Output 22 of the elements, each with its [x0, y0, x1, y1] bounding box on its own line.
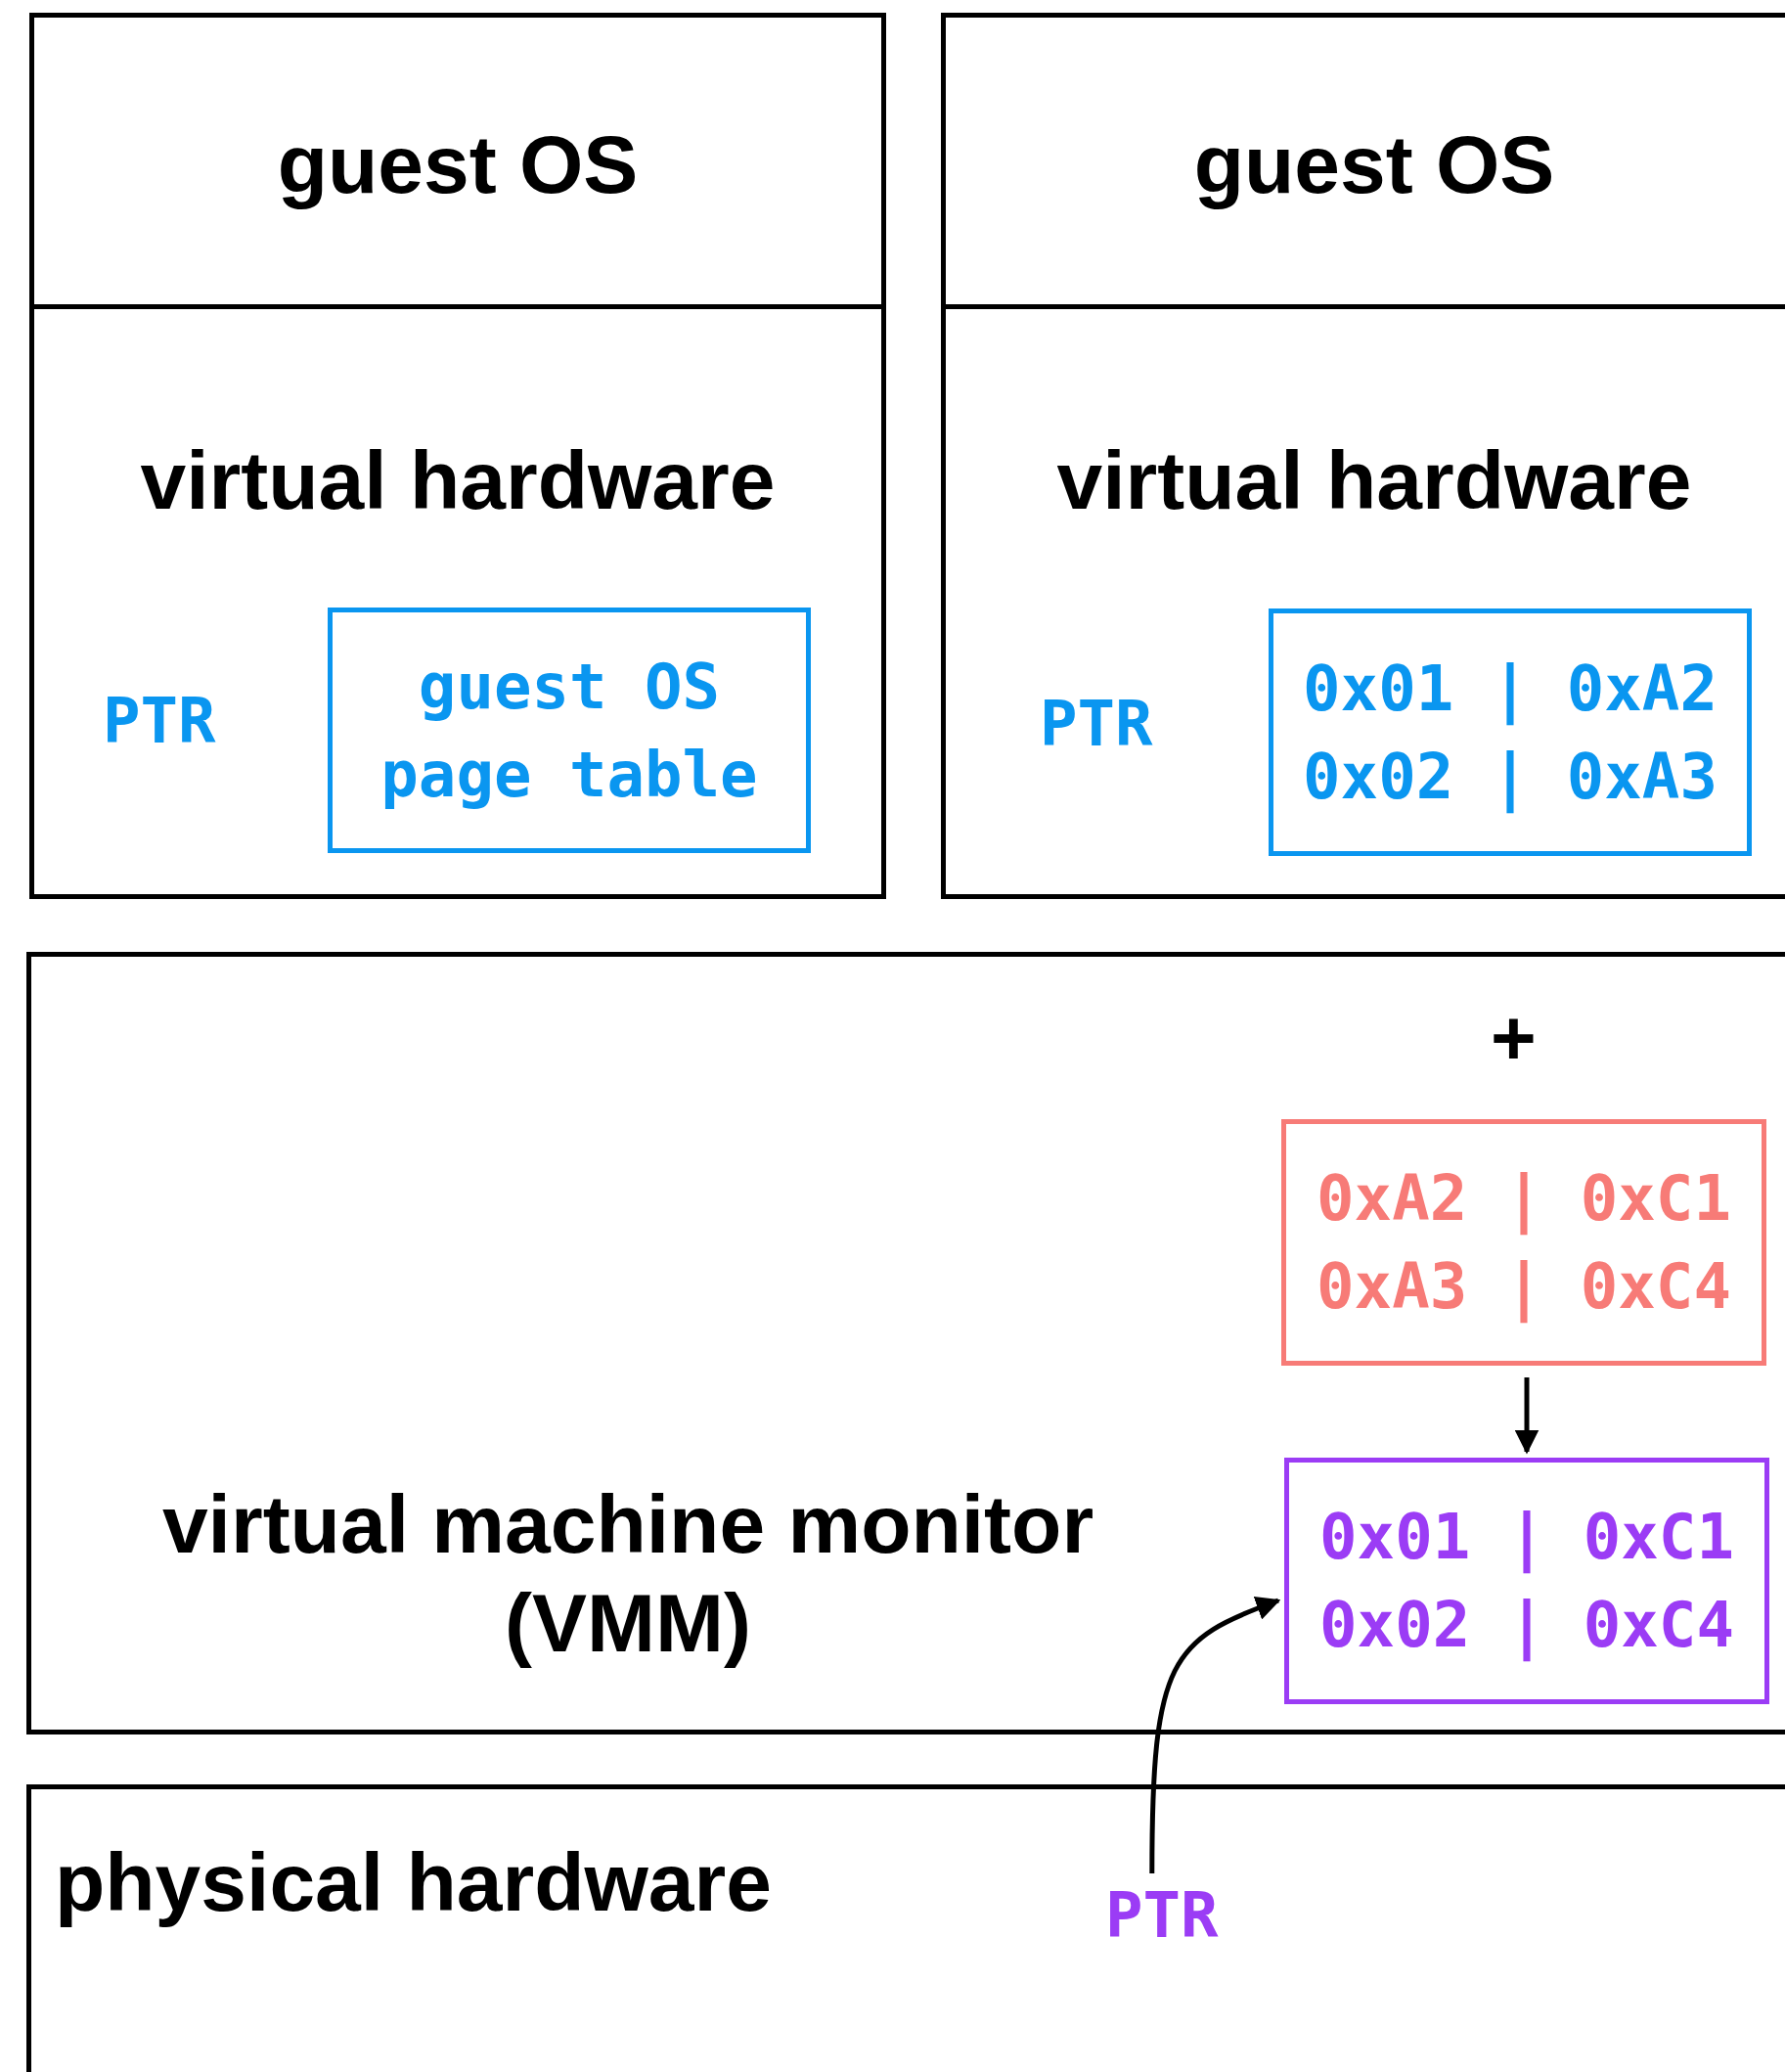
page-table-text: 0x01 | 0xC1 0x02 | 0xC4 [1318, 1500, 1735, 1664]
arrow [1149, 1597, 1281, 1874]
arrow [1514, 1377, 1540, 1455]
page-table-box [328, 608, 811, 853]
page-table-text: 0x01 | 0xA2 0x02 | 0xA3 [1302, 651, 1718, 816]
layer-box [26, 1784, 1785, 2072]
layer-box [26, 952, 1785, 1734]
page-table-box [1284, 1458, 1769, 1704]
page-table-box [1269, 608, 1752, 856]
plus-sign: + [1491, 993, 1537, 1083]
register-label: PTR [1105, 1879, 1219, 1952]
page-table-text: guest OS page table [379, 649, 759, 813]
page-table-box [1281, 1119, 1766, 1366]
layer-title: virtual machine monitor (VMM) [160, 1477, 1095, 1671]
layer-title: virtual hardware [139, 433, 777, 528]
layer-title: virtual hardware [1055, 433, 1693, 528]
page-table-text: 0xA2 | 0xC1 0xA3 | 0xC4 [1316, 1161, 1732, 1326]
register-label: PTR [103, 685, 216, 757]
register-label: PTR [1040, 688, 1153, 760]
layer-title: guest OS [276, 117, 640, 212]
layer-title: guest OS [1192, 117, 1556, 212]
layer-title: physical hardware [55, 1835, 772, 1930]
